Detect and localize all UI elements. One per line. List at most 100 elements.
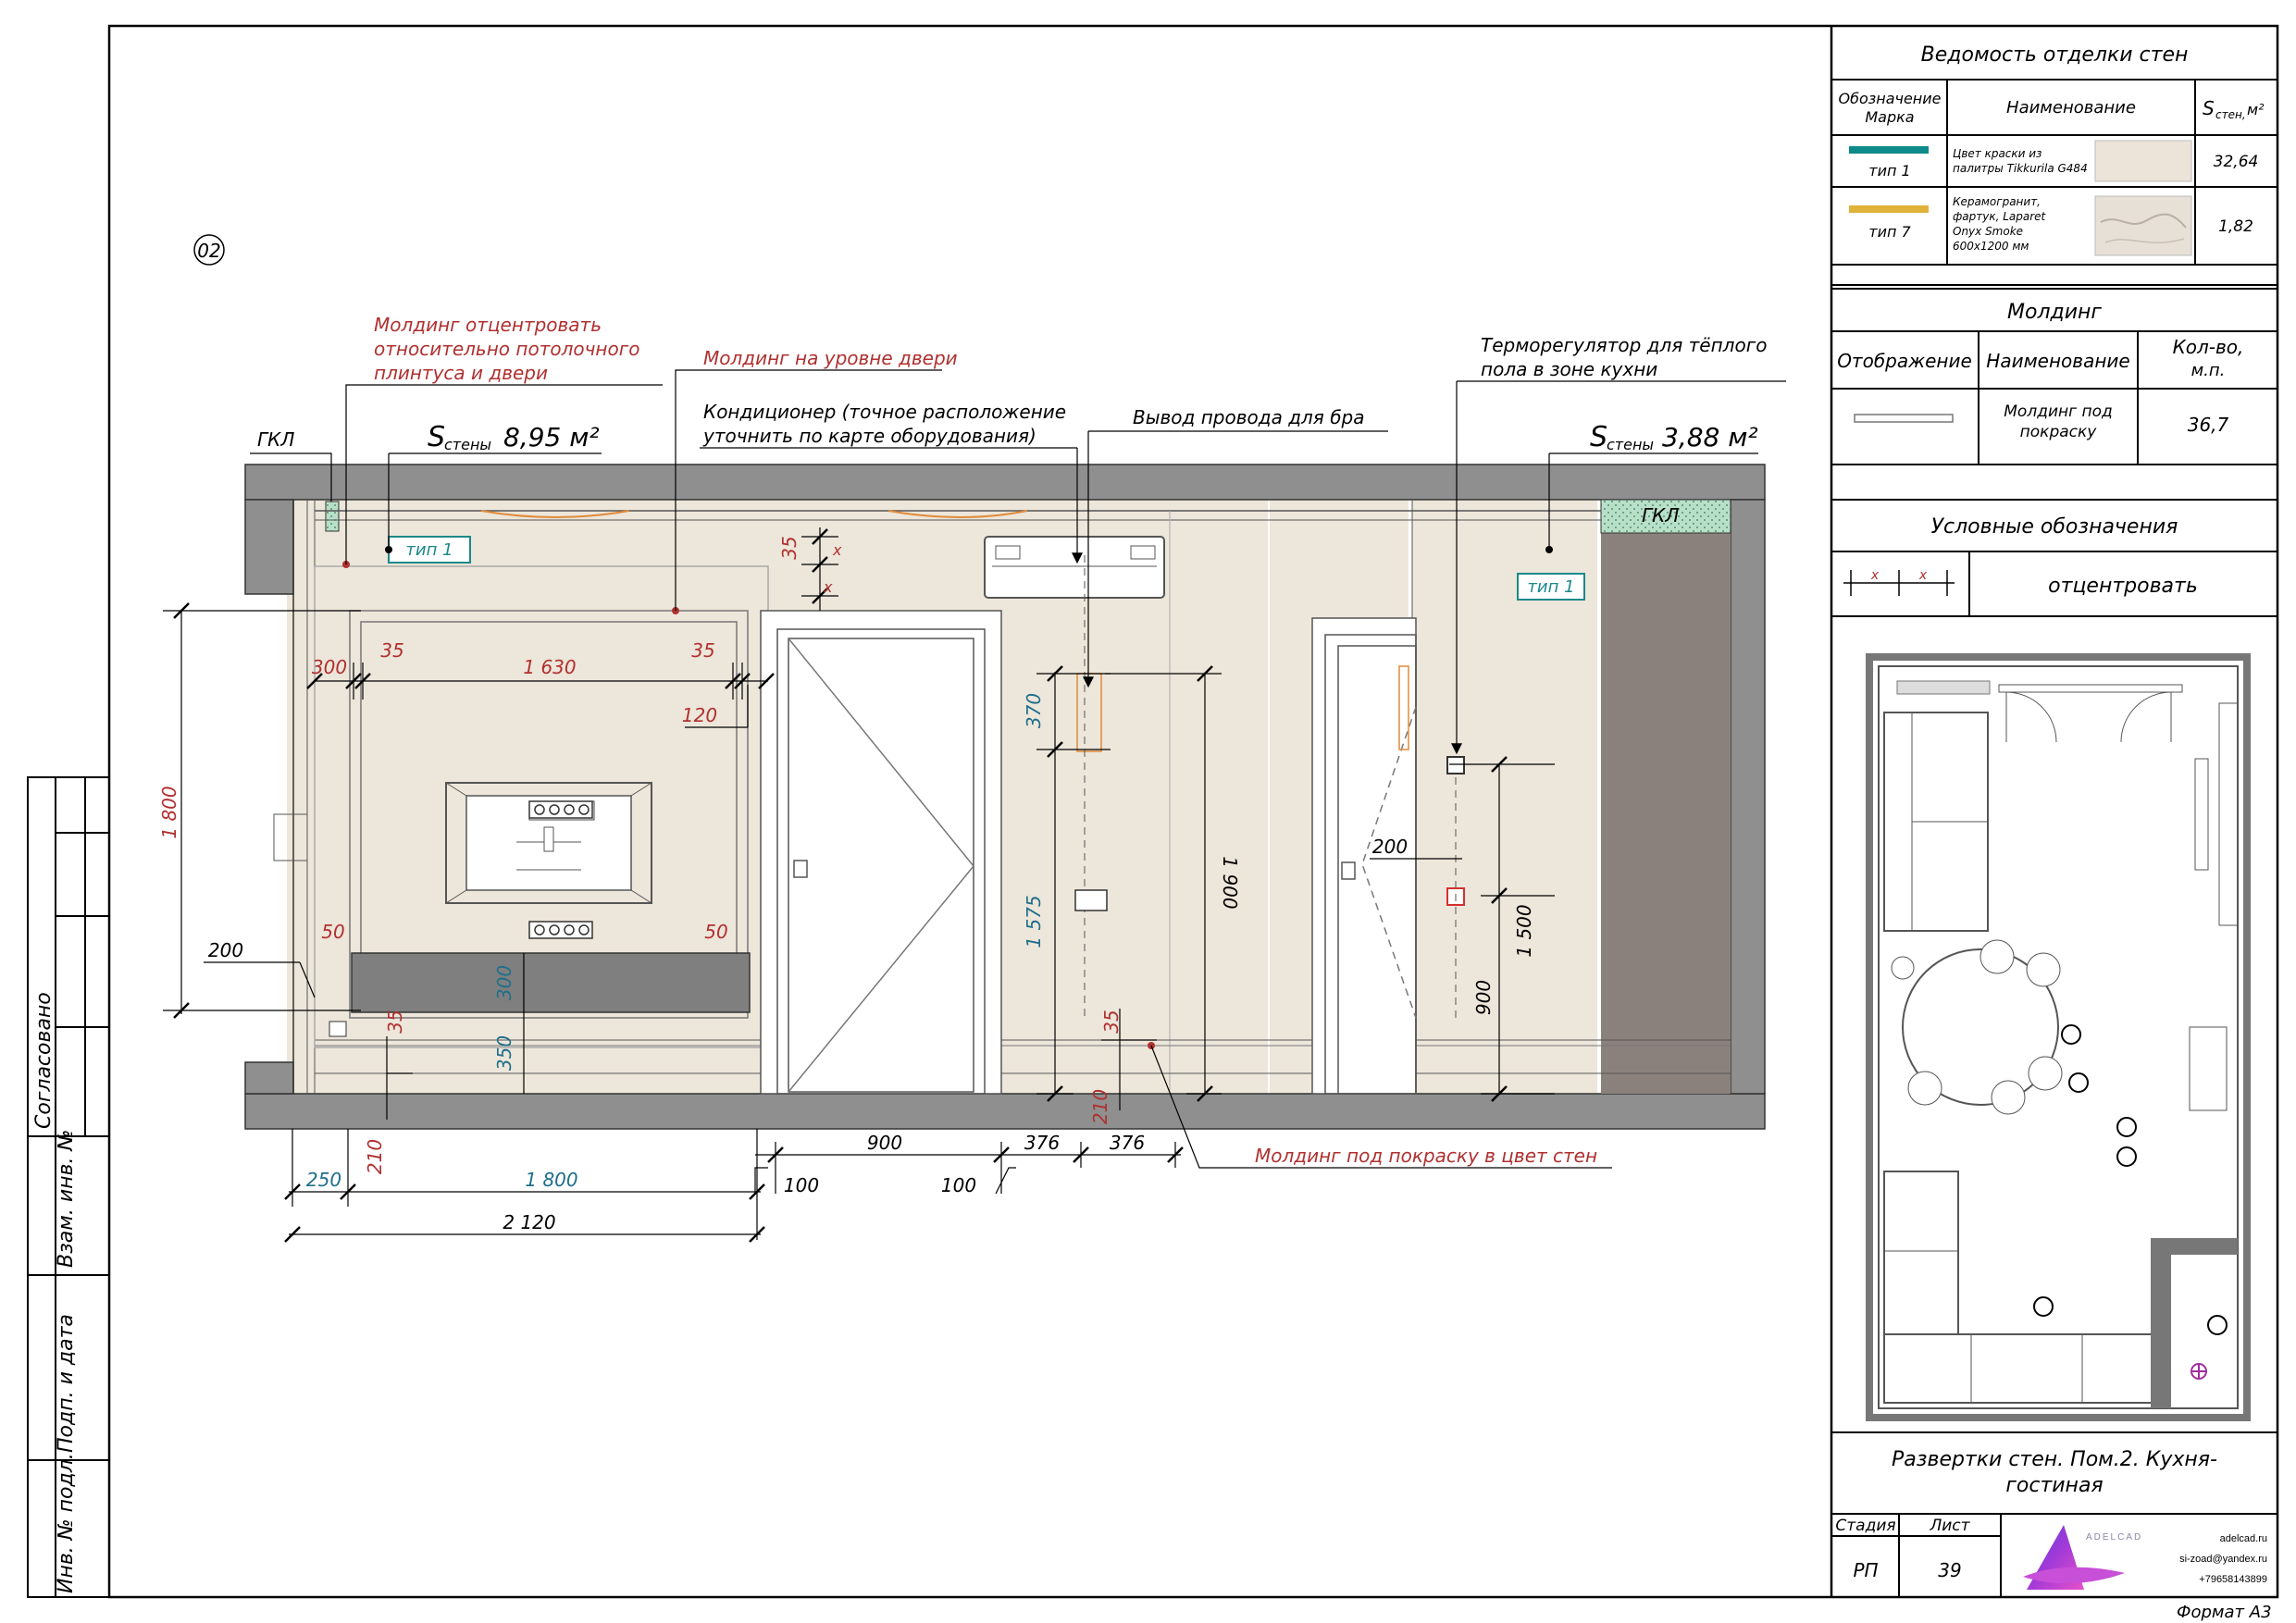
col-mark-line1: Обозначение (1838, 90, 1941, 107)
callout-molding-center-l1: Молдинг отцентровать (374, 314, 602, 336)
area-right-label (1548, 452, 1758, 550)
dim-200-r: 200 (1372, 836, 1408, 858)
legend-table (1831, 551, 2277, 617)
swatch-type7 (1849, 205, 1929, 213)
dim-50-r: 50 (704, 921, 727, 943)
dim-1900: 1 900 (1219, 856, 1241, 909)
callout-molding-center-l3: плинтуса и двери (374, 362, 548, 384)
side-stamp: Согласовано Взам. инв. № Подп. и дата Ин… (27, 776, 110, 1598)
legend-center-symbol (1843, 570, 1955, 596)
row1-area: 32,64 (2214, 153, 2259, 171)
dim-1500: 1 500 (1513, 904, 1535, 957)
stamp-agreed: Согласовано (32, 992, 56, 1129)
area-left-label (388, 452, 602, 550)
finish-table-title: Ведомость отделки стен (1921, 43, 2189, 67)
molding-col-name: Наименование (1986, 350, 2129, 372)
drawing-title-l2: гостиная (2005, 1474, 2103, 1497)
dim-300: 300 (312, 656, 347, 678)
dim-1800-v: 1 800 (158, 786, 180, 838)
thermostat (1446, 756, 1465, 774)
legend-x2: x (1918, 568, 1928, 583)
area-right-sub: стены (1607, 436, 1654, 453)
outlet-block-2 (528, 921, 593, 939)
dim-350-v: 350 (493, 1035, 515, 1071)
logo-text: ADELCAD (2086, 1532, 2142, 1542)
dimension-ticks (173, 528, 1508, 1243)
key-plan (1866, 653, 2251, 1421)
dim-120: 120 (682, 704, 717, 726)
dim-210-r: 210 (1089, 1089, 1111, 1124)
title-block (1831, 1431, 2277, 1597)
sheet-label: Лист (1929, 1517, 1970, 1535)
area-left-sub: стены (444, 436, 491, 453)
molding-col-qty-l1: Кол-во, (2173, 336, 2244, 358)
callout-thermo-l2: пола в зоне кухни (1481, 358, 1657, 380)
tag-right-text: тип 1 (1527, 577, 1574, 597)
molding-row-name-l2: покраску (2020, 423, 2098, 441)
row1-mark: тип 1 (1868, 162, 1910, 180)
small-outlet (329, 1021, 347, 1037)
col-mark-line2: Марка (1865, 108, 1914, 126)
dim-1800-h: 1 800 (525, 1169, 577, 1191)
dim-1575: 1 575 (1023, 895, 1045, 948)
stage-label: Стадия (1835, 1517, 1895, 1535)
dim-376-a: 376 (1024, 1132, 1060, 1154)
row2-mark: тип 7 (1868, 223, 1911, 241)
dim-x2: x (823, 578, 833, 596)
callout-wire-text: Вывод провода для бра (1133, 406, 1364, 428)
air-conditioner (984, 536, 1165, 599)
molding-table (1831, 288, 2277, 501)
dim-35-ac: 35 (778, 536, 800, 559)
callout-molding-paint (1148, 1042, 1612, 1169)
dim-200-l: 200 (208, 939, 243, 961)
callout-ac-l1: Кондиционер (точное расположение (703, 401, 1066, 423)
row2-name-l1: Керамогранит, (1953, 195, 2041, 208)
dim-900-v: 900 (1472, 980, 1495, 1015)
legend-title: Условные обозначения (1931, 515, 2178, 539)
adelcad-logo (2023, 1525, 2125, 1590)
callout-molding-center-l2: относительно потолочного (374, 338, 639, 360)
stamp-inv-original: Инв. № подл. (55, 1453, 78, 1593)
dim-35-br: 35 (1100, 1010, 1123, 1033)
contact-phone: +79658143899 (2199, 1574, 2267, 1585)
molding-display-swatch (1854, 414, 1954, 423)
outlet-block-1 (528, 800, 593, 819)
dim-300-v: 300 (493, 965, 515, 1000)
drawing-title-l1: Развертки стен. Пом.2. Кухня- (1892, 1448, 2217, 1471)
tv-console (351, 952, 751, 1013)
molding-col-display: Отображение (1837, 350, 1972, 372)
sheet-value: 39 (1938, 1559, 1961, 1581)
legend-x1: x (1870, 568, 1880, 583)
dim-370: 370 (1023, 693, 1045, 728)
legend-item-text: отцентровать (2048, 575, 2198, 598)
dim-250: 250 (306, 1169, 341, 1191)
door-2 (1311, 617, 1417, 1095)
row1-sample (2094, 140, 2192, 182)
dim-900-h: 900 (867, 1132, 902, 1154)
dim-x1: x (832, 541, 842, 559)
tag-right (1517, 573, 1585, 601)
dim-35-tl: 35 (380, 639, 403, 662)
finish-table (1831, 79, 2277, 286)
callout-wire-leader (1083, 430, 1388, 688)
dim-376-b: 376 (1110, 1132, 1145, 1154)
stamp-replace-inv: Взам. инв. № (55, 1130, 78, 1268)
dim-2120: 2 120 (503, 1211, 555, 1233)
dim-1630: 1 630 (523, 656, 576, 678)
callout-molding-center (342, 384, 663, 568)
row2-name-l2: фартук, Laparet (1953, 210, 2047, 223)
callout-ac-l2: уточнить по карте оборудования) (702, 425, 1036, 447)
gkl-left: ГКЛ (257, 428, 294, 451)
area-left-val: 8,95 м² (503, 422, 600, 452)
molding-row-name-l1: Молдинг под (2004, 403, 2112, 421)
row2-name-l3: Onyx Smoke (1953, 225, 2023, 238)
dim-50-l: 50 (321, 921, 344, 943)
stage-value: РП (1853, 1559, 1878, 1581)
row2-area: 1,82 (2218, 217, 2253, 236)
view-number-circle (193, 234, 225, 266)
door-1 (760, 610, 1002, 1095)
swatch-type1 (1849, 146, 1929, 154)
area-right-main: S (1590, 421, 1607, 453)
callout-thermo-l1: Терморегулятор для тёплого (1481, 334, 1767, 356)
